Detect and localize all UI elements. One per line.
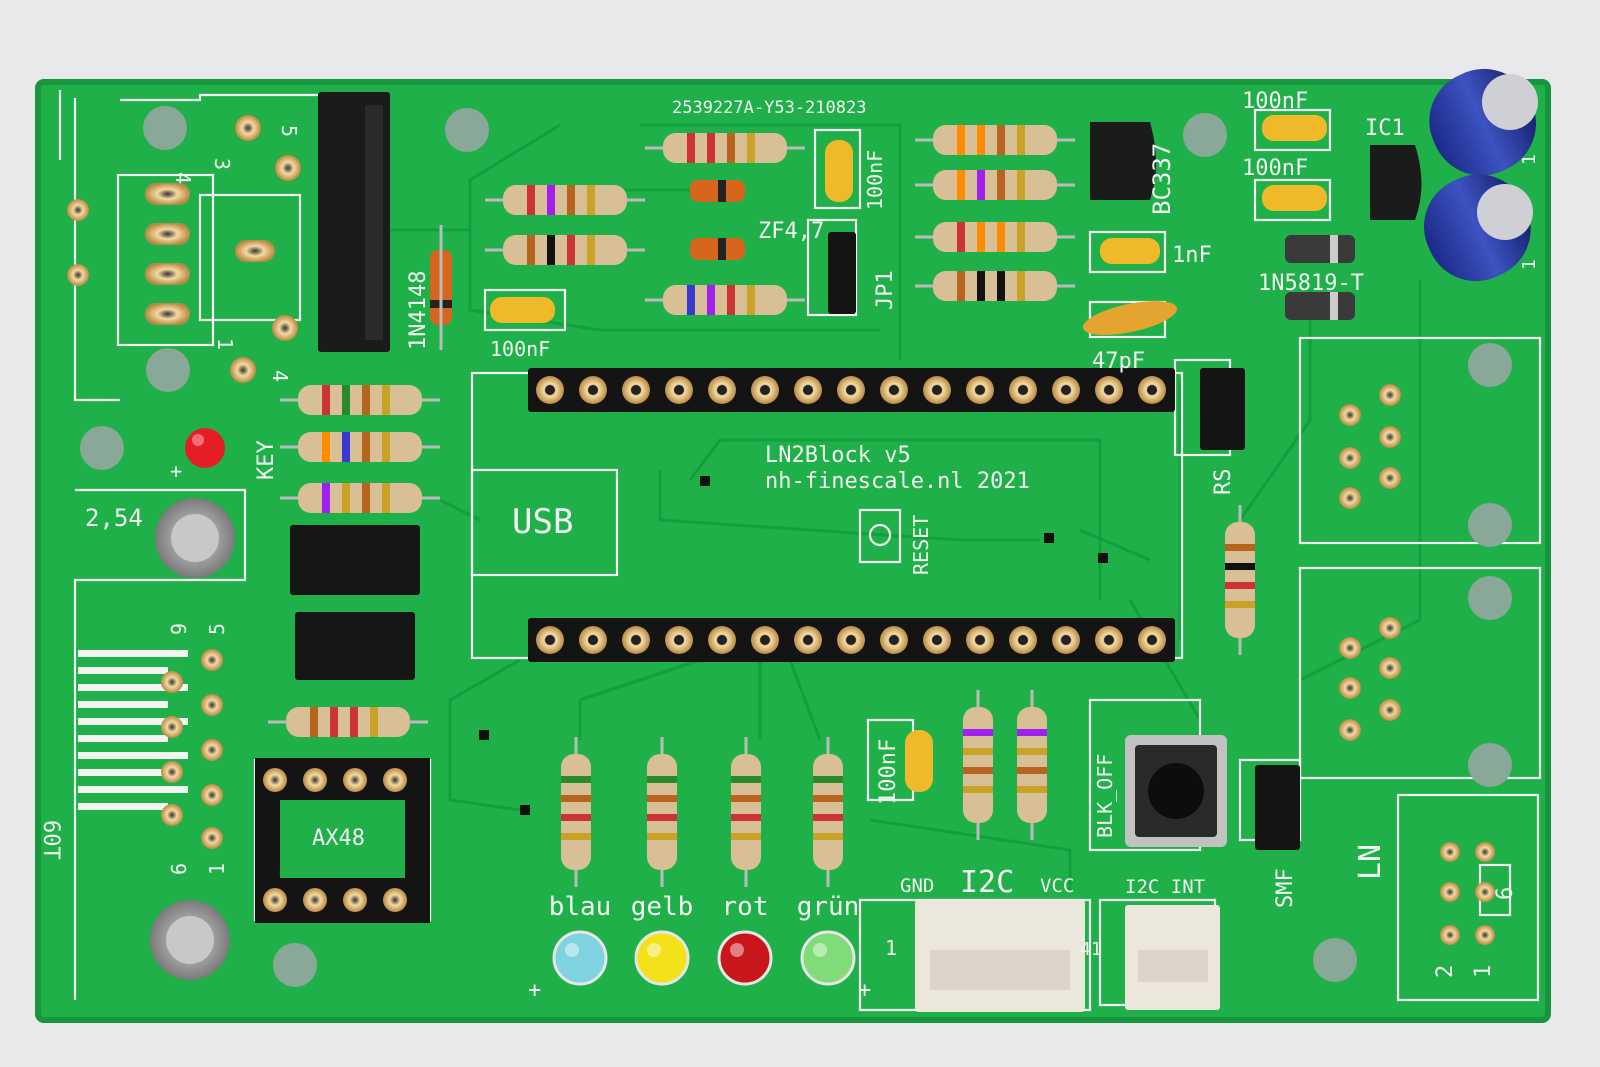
pitch-label: 2,54 (85, 504, 143, 532)
plus-key: + (170, 459, 182, 483)
led-label-2: rot (722, 892, 769, 922)
cap-100nf-top-left: 100nF (490, 337, 550, 361)
edge-num-5: 5 (205, 623, 229, 635)
resistor (268, 707, 428, 737)
resistor (485, 235, 645, 265)
resistor (1017, 690, 1047, 840)
pin-header-top (528, 368, 1175, 412)
i2c-int-label: I2C INT (1125, 876, 1205, 898)
resistor (485, 185, 645, 215)
resistor (915, 271, 1075, 301)
resistor (280, 483, 440, 513)
resistor (963, 690, 993, 840)
resistor (915, 125, 1075, 155)
key-led (185, 428, 225, 468)
jp1-label: JP1 (873, 270, 898, 310)
board-name: LN2Block v5 (765, 443, 911, 468)
ic-socket (255, 758, 430, 923)
i2c-pin-41: 41 (1080, 939, 1102, 960)
pin-num-5: 5 (277, 125, 301, 137)
led-label-1: gelb (631, 892, 694, 922)
ln-pin-1: 1 (1471, 965, 1496, 978)
jumpers (828, 232, 1300, 850)
pin-num-1: 1 (213, 338, 237, 350)
diodes (430, 180, 1355, 350)
plus-gruen: + (858, 978, 871, 1003)
zener-label: ZF4,7 (758, 219, 824, 244)
led-2 (717, 930, 773, 986)
usb-label: USB (512, 502, 573, 542)
cap-100nf-bottom: 100nF (876, 739, 901, 805)
resistor (645, 285, 805, 315)
cap-1nf: 1nF (1172, 243, 1212, 268)
resistor (915, 222, 1075, 252)
white-connectors (915, 900, 1220, 1012)
optocouplers (290, 525, 420, 680)
key-label: KEY (254, 440, 279, 480)
pin-header-bottom (528, 618, 1175, 662)
resistor (1225, 505, 1255, 655)
cap-100nf-jp: 100nF (863, 150, 887, 210)
resistor (731, 737, 761, 887)
edge-num-6: 6 (167, 863, 191, 875)
led-label-3: grün (797, 892, 860, 922)
left-connector-pads (67, 115, 301, 383)
i2c-pin-1: 1 (885, 936, 897, 960)
diode-1n5819: 1N5819-T (1258, 271, 1364, 296)
resistor (280, 432, 440, 462)
rs-label: RS (1211, 469, 1236, 496)
electrolytic-caps (1424, 68, 1538, 282)
vias (479, 476, 1108, 815)
smf-label: SMF (1273, 868, 1298, 908)
batch-label: 2539227A-Y53-210823 (672, 98, 866, 118)
gnd-label: GND (900, 875, 934, 897)
rj-pads (1339, 384, 1495, 945)
push-button (1125, 735, 1227, 847)
resistor (561, 737, 591, 887)
socket-label: AX48 (312, 826, 365, 851)
cap-100nf-right1: 100nF (1242, 89, 1308, 114)
mounting-holes (80, 106, 1512, 987)
board-site: nh-finescale.nl 2021 (765, 469, 1030, 494)
vcc-label: VCC (1040, 875, 1074, 897)
ceramic-caps (490, 115, 1327, 792)
cap-100nf-right2: 100nF (1242, 156, 1308, 181)
led-0 (552, 930, 608, 986)
resistor (645, 133, 805, 163)
pin-num-4: 4 (171, 172, 195, 184)
resistor (647, 737, 677, 887)
ic1-label: IC1 (1365, 116, 1405, 141)
resistor (915, 170, 1075, 200)
edge-num-1: 1 (205, 863, 229, 875)
resistor (813, 737, 843, 887)
ln-label: LN (1353, 844, 1388, 880)
ln-pin-2: 2 (1433, 965, 1458, 978)
transistors (1090, 122, 1422, 220)
ln-pin-6: 6 (1493, 887, 1518, 900)
led-1 (634, 930, 690, 986)
led-3 (800, 930, 856, 986)
plus-blau: + (528, 978, 541, 1003)
resistor (280, 385, 440, 415)
led-label-0: blau (549, 892, 612, 922)
cap-pin-1a: 1 (1519, 154, 1540, 165)
bc337-label: BC337 (1148, 143, 1176, 215)
silkscreen-labels: 2539227A-Y53-210823 LN2Block v5 nh-fines… (38, 89, 1540, 1003)
edge-label: 60T (38, 820, 63, 860)
diode-1n4148: 1N4148 (406, 271, 431, 350)
blk-off-label: BLK_OFF (1093, 754, 1117, 838)
edge-connector (78, 650, 188, 810)
edge-pads (161, 649, 223, 849)
cap-pin-1b: 1 (1519, 259, 1540, 270)
i2c-label: I2C (960, 865, 1014, 900)
cap-47pf: 47pF (1092, 349, 1145, 374)
reset-label: RESET (909, 515, 933, 575)
pin-num-4b: 4 (268, 370, 292, 382)
resistors (268, 125, 1255, 887)
edge-num-9: 9 (167, 623, 191, 635)
pin-num-3: 3 (210, 158, 234, 170)
